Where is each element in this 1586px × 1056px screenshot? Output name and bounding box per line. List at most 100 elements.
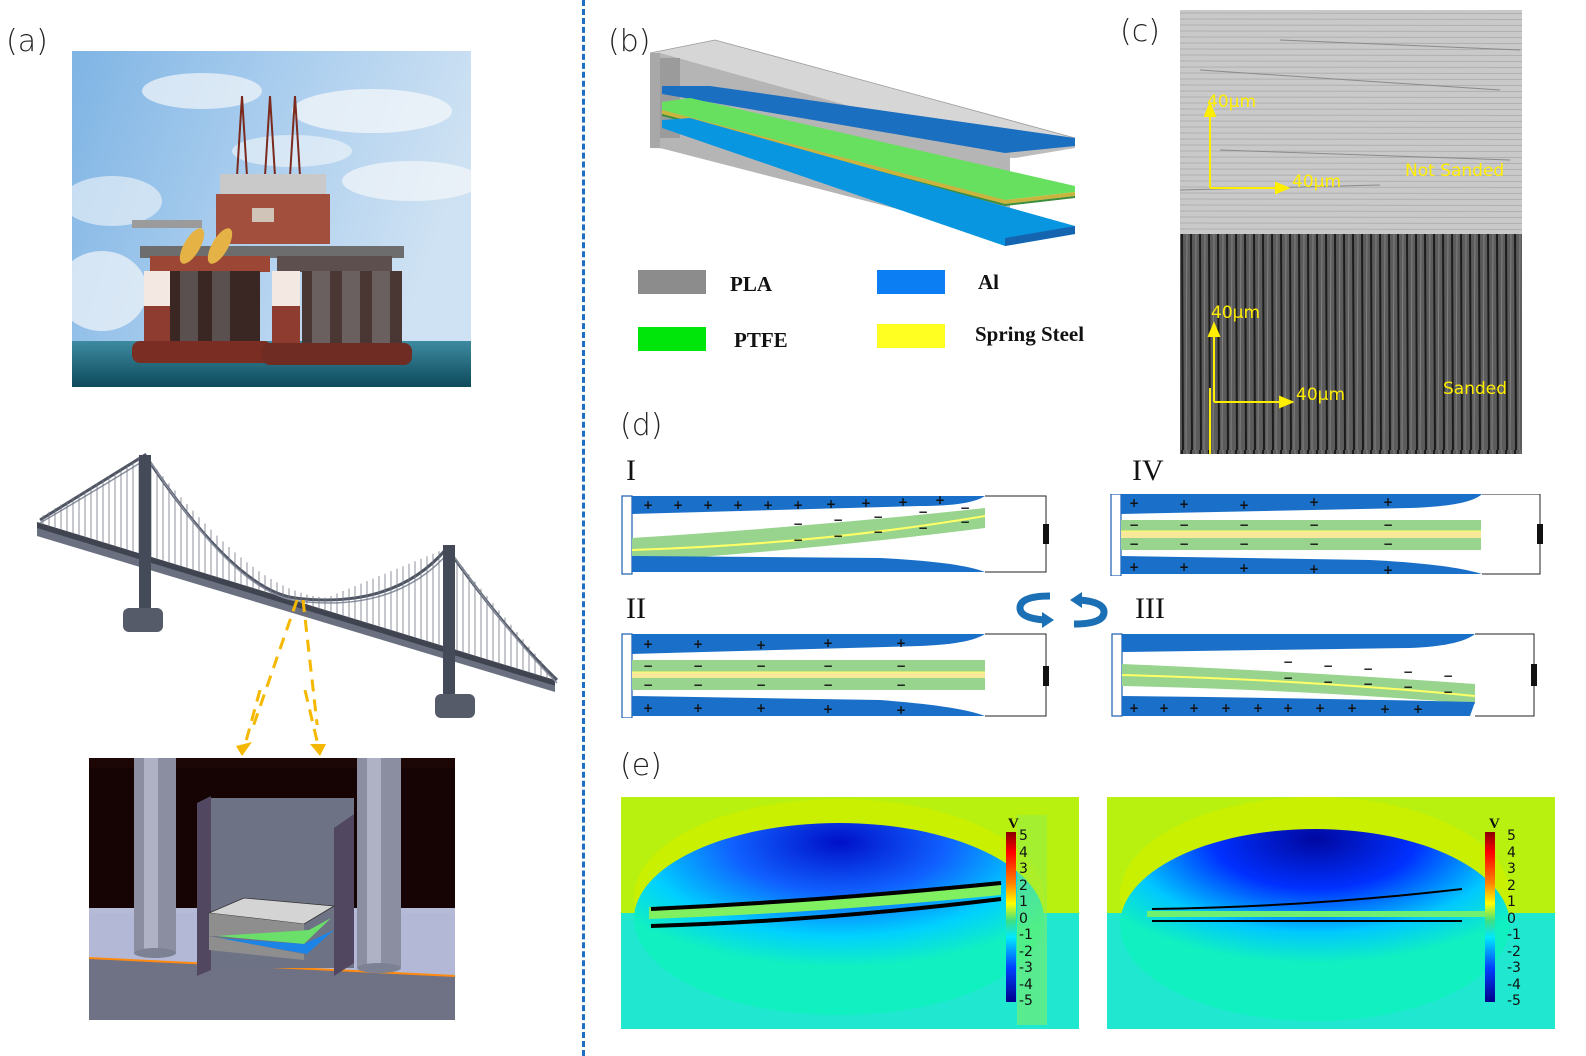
svg-text:+: +	[935, 494, 945, 507]
legend-label-spring-steel: Spring Steel	[975, 322, 1085, 346]
scale-label-x-sanded: 40μm	[1296, 385, 1346, 405]
svg-text:−: −	[918, 505, 928, 519]
svg-text:+: +	[823, 702, 833, 716]
legend-swatch-spring-steel	[877, 324, 945, 348]
svg-text:+: +	[643, 498, 653, 512]
scale-label-x-not-sanded: 40μm	[1292, 172, 1342, 192]
svg-text:−: −	[1363, 677, 1373, 691]
stage-label-III: III	[1135, 592, 1165, 625]
svg-text:−: −	[1179, 518, 1189, 532]
stage-label-I: I	[626, 454, 636, 487]
svg-text:−: −	[960, 501, 970, 515]
svg-text:−: −	[1239, 518, 1249, 532]
simulation-1-field	[621, 797, 1079, 1029]
svg-text:−: −	[1363, 662, 1373, 676]
svg-text:−: −	[1443, 685, 1453, 699]
svg-text:−: −	[833, 513, 843, 527]
svg-text:−: −	[918, 521, 928, 535]
svg-text:−: −	[693, 659, 703, 673]
svg-text:+: +	[1380, 702, 1390, 716]
legend-swatch-ptfe	[638, 327, 706, 351]
rotate-arrows-icon	[1016, 592, 1108, 628]
legend-swatch-pla	[638, 270, 706, 294]
sem-image-sanded	[1180, 234, 1522, 454]
sem-image-not-sanded	[1180, 10, 1522, 234]
svg-text:+: +	[1347, 701, 1357, 715]
svg-text:+: +	[896, 703, 906, 717]
svg-text:+: +	[1309, 495, 1319, 509]
svg-text:−: −	[793, 517, 803, 531]
panel-label-c: (c)	[1120, 14, 1160, 49]
svg-text:−: −	[873, 525, 883, 539]
svg-text:−: −	[1129, 537, 1139, 551]
colorbar-1	[1006, 832, 1016, 1002]
svg-text:−: −	[1403, 680, 1413, 694]
svg-text:+: +	[673, 498, 683, 512]
simulation-2-field	[1107, 797, 1555, 1029]
svg-text:+: +	[1159, 701, 1169, 715]
charges: +++++ +++++ −−−−− −−−−−	[643, 494, 970, 547]
suspension-bridge-image	[37, 452, 559, 725]
svg-text:+: +	[898, 495, 908, 509]
svg-text:+: +	[826, 497, 836, 511]
caption-sanded: Sanded	[1443, 379, 1508, 399]
legend-label-pla: PLA	[730, 272, 772, 296]
svg-text:+: +	[896, 636, 906, 650]
svg-text:−: −	[756, 678, 766, 692]
device-in-bridge-image	[89, 758, 455, 1020]
svg-text:−: −	[1323, 659, 1333, 673]
svg-text:−: −	[896, 678, 906, 692]
scale-label-y-sanded: 40μm	[1211, 303, 1261, 323]
stage-III-diagram: −−−−− −−−−− ++++++ ++++	[1111, 633, 1537, 717]
svg-text:−: −	[1403, 665, 1413, 679]
svg-text:−: −	[1283, 655, 1293, 669]
svg-text:+: +	[1129, 701, 1139, 715]
device-3d-model	[650, 39, 1076, 246]
svg-text:+: +	[643, 701, 653, 715]
svg-text:−: −	[756, 659, 766, 673]
panel-label-b: (b)	[608, 24, 651, 59]
legend-label-ptfe: PTFE	[734, 328, 788, 352]
svg-text:−: −	[1323, 675, 1333, 689]
svg-text:−: −	[960, 515, 970, 529]
pointer-arrows	[236, 690, 326, 756]
svg-text:−: −	[896, 659, 906, 673]
svg-text:+: +	[733, 498, 743, 512]
stage-IV-diagram: +++++ −−−−− −−−−− +++++	[1110, 494, 1543, 576]
svg-text:+: +	[793, 498, 803, 512]
svg-text:+: +	[861, 496, 871, 510]
svg-text:+: +	[1189, 701, 1199, 715]
panel-label-e: (e)	[620, 748, 662, 783]
caption-not-sanded: Not Sanded	[1405, 161, 1505, 181]
svg-text:−: −	[833, 529, 843, 543]
svg-text:−: −	[793, 533, 803, 547]
panel-label-a: (a)	[6, 24, 48, 59]
svg-text:+: +	[1129, 496, 1139, 510]
stage-label-IV: IV	[1132, 454, 1164, 487]
svg-text:+: +	[1383, 495, 1393, 509]
svg-text:+: +	[1383, 563, 1393, 576]
svg-text:+: +	[693, 637, 703, 651]
svg-text:−: −	[1239, 537, 1249, 551]
svg-text:+: +	[1239, 498, 1249, 512]
offshore-platform-image	[72, 51, 471, 387]
svg-text:+: +	[1253, 701, 1263, 715]
svg-text:−: −	[1443, 669, 1453, 683]
svg-text:+: +	[756, 701, 766, 715]
colorbar-1-unit: V	[1008, 816, 1019, 832]
panel-label-d: (d)	[620, 408, 663, 443]
stage-II-diagram: +++++ −−−−− −−−−− +++++	[621, 633, 1049, 718]
panel-divider	[582, 0, 585, 1056]
svg-text:−: −	[1283, 671, 1293, 685]
svg-text:+: +	[1309, 562, 1319, 576]
svg-text:−: −	[823, 659, 833, 673]
scale-label-y-not-sanded: 40μm	[1207, 92, 1257, 112]
sem-images	[1180, 10, 1522, 454]
svg-text:−: −	[823, 678, 833, 692]
svg-text:−: −	[1179, 537, 1189, 551]
svg-text:+: +	[823, 636, 833, 650]
stage-label-II: II	[626, 592, 646, 625]
legend-swatch-al	[877, 270, 945, 294]
